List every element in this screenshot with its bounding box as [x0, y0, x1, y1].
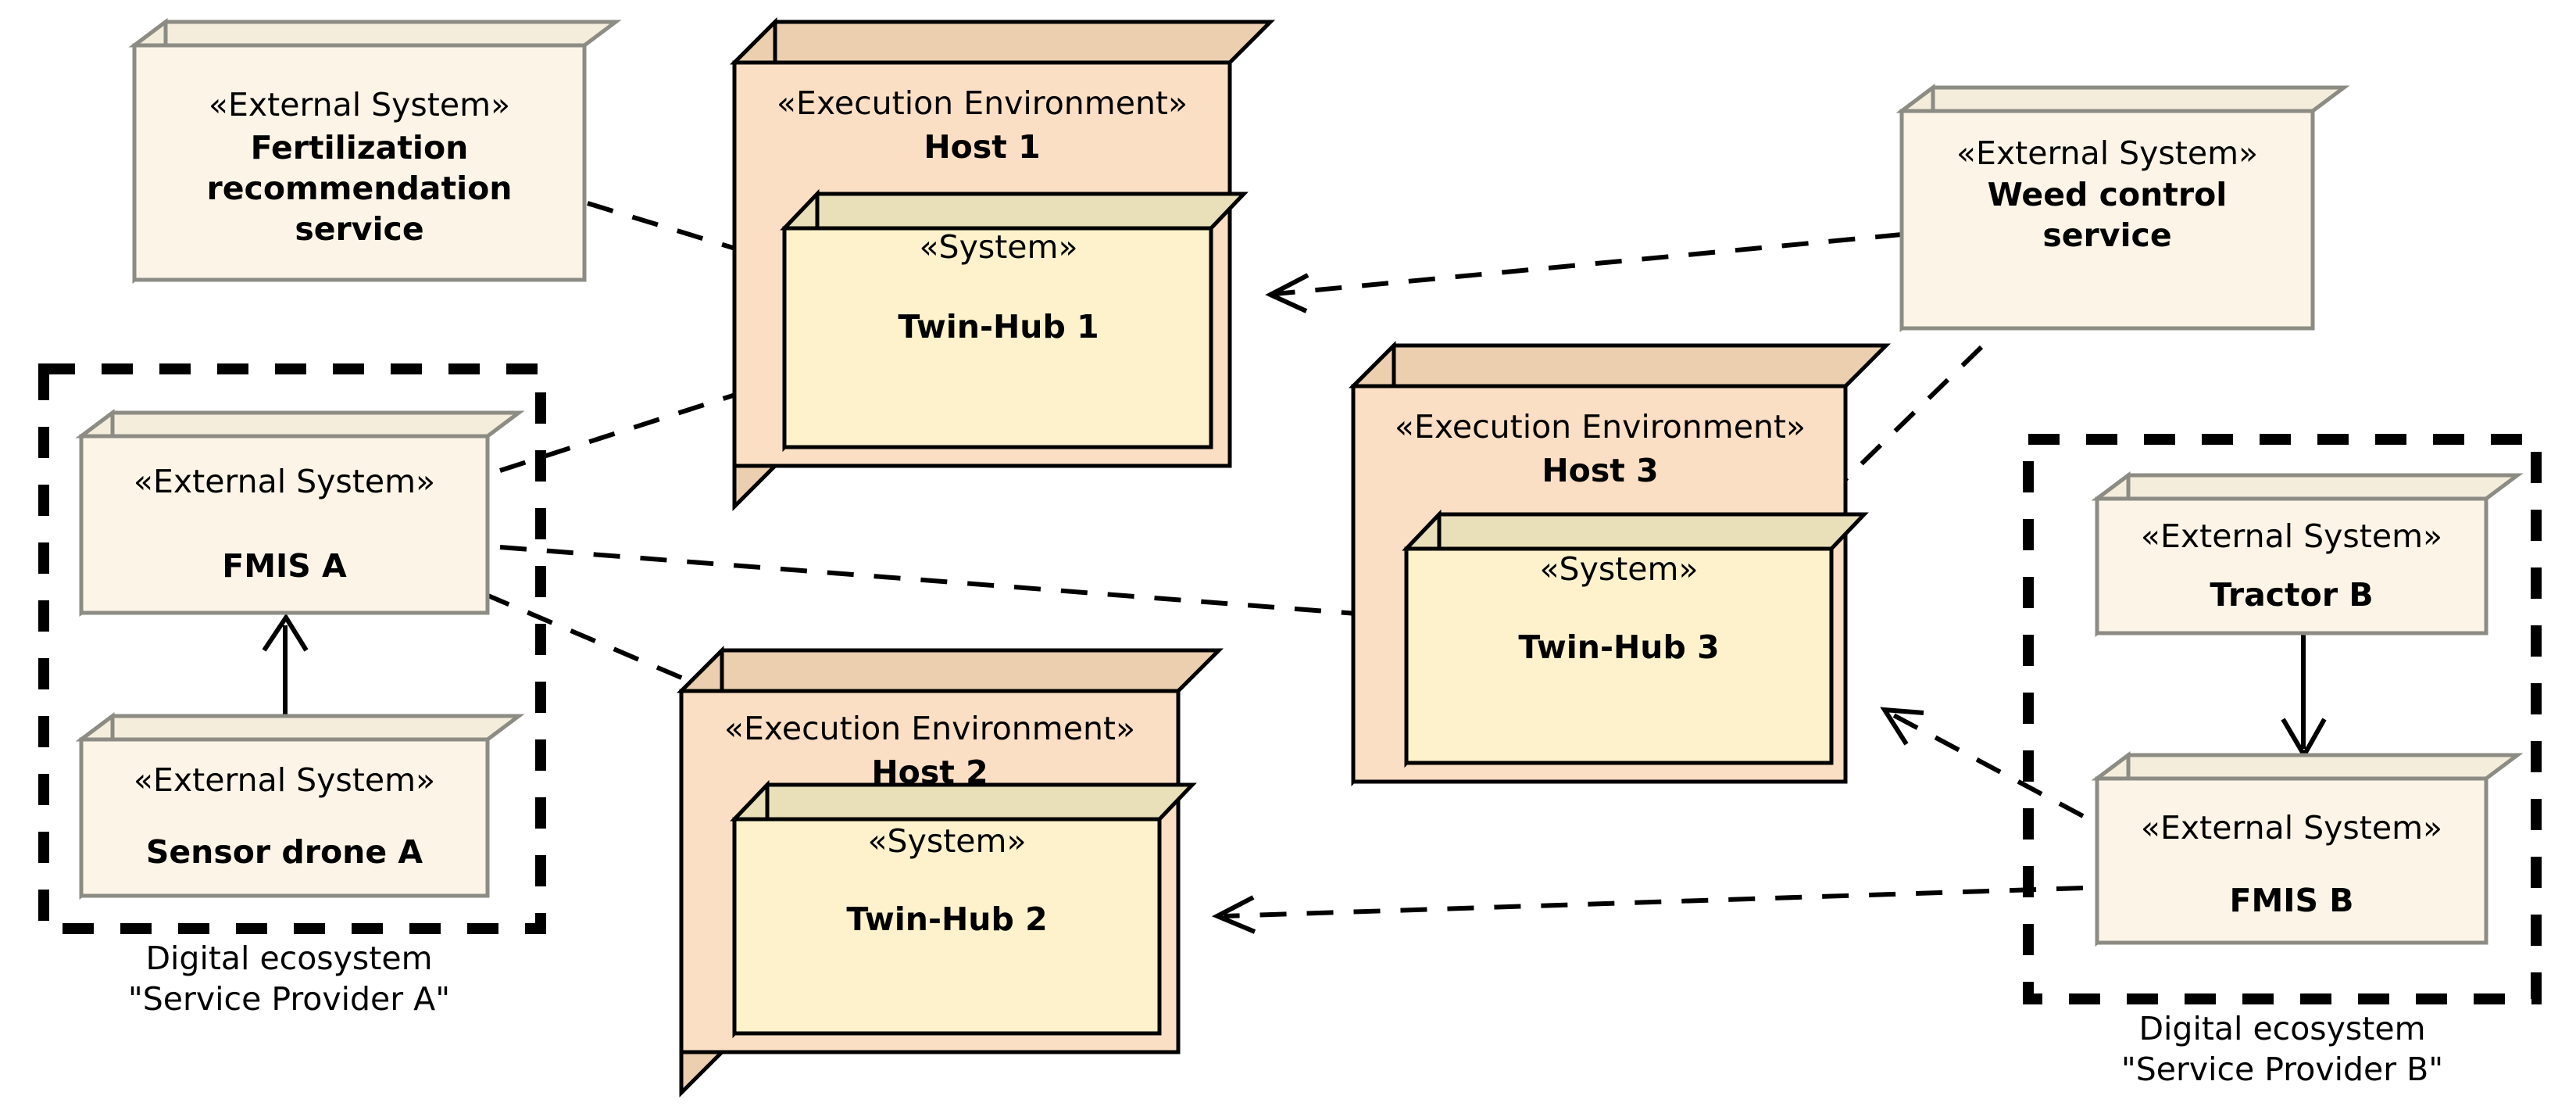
- twin-hub-3-name: Twin-Hub 3: [1518, 628, 1719, 666]
- ecosystem-a-label-line2: "Service Provider A": [128, 980, 450, 1018]
- tractor-b-name: Tractor B: [2210, 576, 2373, 614]
- fertilization-stereotype: «External System»: [209, 86, 510, 124]
- fertilization-name-line2: recommendation: [207, 170, 513, 207]
- sensor-drone-a-stereotype: «External System»: [134, 761, 435, 799]
- node-weed-control-service[interactable]: «External System» Weed control service: [1895, 84, 2350, 332]
- connector-fmisa-to-twinhub3: [499, 545, 1417, 637]
- node-host-3[interactable]: «Execution Environment» Host 3 «System» …: [1348, 340, 1892, 787]
- twin-hub-2-name: Twin-Hub 2: [846, 900, 1047, 938]
- connector-weed-to-twinhub1: [1265, 232, 1903, 313]
- host-1-stereotype: «Execution Environment»: [777, 84, 1188, 122]
- fmis-b-stereotype: «External System»: [2141, 809, 2442, 847]
- ecosystem-b-label-line2: "Service Provider B": [2121, 1051, 2443, 1088]
- twin-hub-1-stereotype: «System»: [919, 228, 1077, 266]
- fertilization-name-line3: service: [295, 210, 423, 248]
- ecosystem-a-label-line1: Digital ecosystem: [145, 940, 432, 977]
- host-1-name: Host 1: [924, 128, 1040, 166]
- node-twin-hub-3[interactable]: «System» Twin-Hub 3: [1402, 509, 1869, 768]
- fmis-a-name: FMIS A: [222, 547, 347, 585]
- node-fertilization-recommendation-service[interactable]: «External System» Fertilization recommen…: [128, 18, 622, 284]
- node-twin-hub-2[interactable]: «System» Twin-Hub 2: [730, 779, 1197, 1039]
- twin-hub-2-stereotype: «System»: [867, 822, 1026, 860]
- ecosystem-b-label-line1: Digital ecosystem: [2138, 1010, 2425, 1047]
- host-2-stereotype: «Execution Environment»: [724, 710, 1135, 747]
- connector-drone-to-fmisa: [262, 613, 309, 716]
- fmis-b-name: FMIS B: [2229, 882, 2353, 919]
- twin-hub-3-stereotype: «System»: [1539, 550, 1698, 588]
- node-fmis-a[interactable]: «External System» FMIS A: [75, 409, 525, 617]
- node-sensor-drone-a[interactable]: «External System» Sensor drone A: [75, 712, 525, 900]
- weed-name-line2: service: [2042, 217, 2171, 254]
- fertilization-name-line1: Fertilization: [251, 129, 469, 166]
- weed-stereotype: «External System»: [1956, 134, 2258, 172]
- ecosystem-a-boundary[interactable]: [38, 363, 546, 934]
- fmis-a-stereotype: «External System»: [134, 463, 435, 500]
- node-tractor-b[interactable]: «External System» Tractor B: [2091, 471, 2524, 637]
- node-host-1[interactable]: «Execution Environment» Host 1 «System» …: [729, 16, 1276, 512]
- twin-hub-1-name: Twin-Hub 1: [898, 308, 1099, 345]
- ecosystem-b-caption: Digital ecosystem "Service Provider B": [2121, 1010, 2443, 1088]
- ecosystem-b-boundary[interactable]: [2023, 434, 2542, 1004]
- node-host-2[interactable]: «Execution Environment» Host 2 «System» …: [676, 645, 1224, 1098]
- host-3-name: Host 3: [1542, 452, 1658, 489]
- weed-name-line1: Weed control: [1988, 176, 2228, 213]
- node-twin-hub-1[interactable]: «System» Twin-Hub 1: [780, 188, 1249, 453]
- tractor-b-stereotype: «External System»: [2141, 517, 2442, 555]
- sensor-drone-a-name: Sensor drone A: [146, 833, 423, 871]
- connector-fmisb-to-twinhub3: [1880, 707, 2085, 818]
- host-3-stereotype: «Execution Environment»: [1395, 408, 1806, 446]
- node-fmis-b[interactable]: «External System» FMIS B: [2091, 751, 2524, 947]
- ecosystem-a-caption: Digital ecosystem "Service Provider A": [128, 940, 450, 1018]
- connector-fmisb-to-twinhub2: [1211, 886, 2084, 934]
- connector-tractorb-to-fmisb: [2281, 633, 2327, 761]
